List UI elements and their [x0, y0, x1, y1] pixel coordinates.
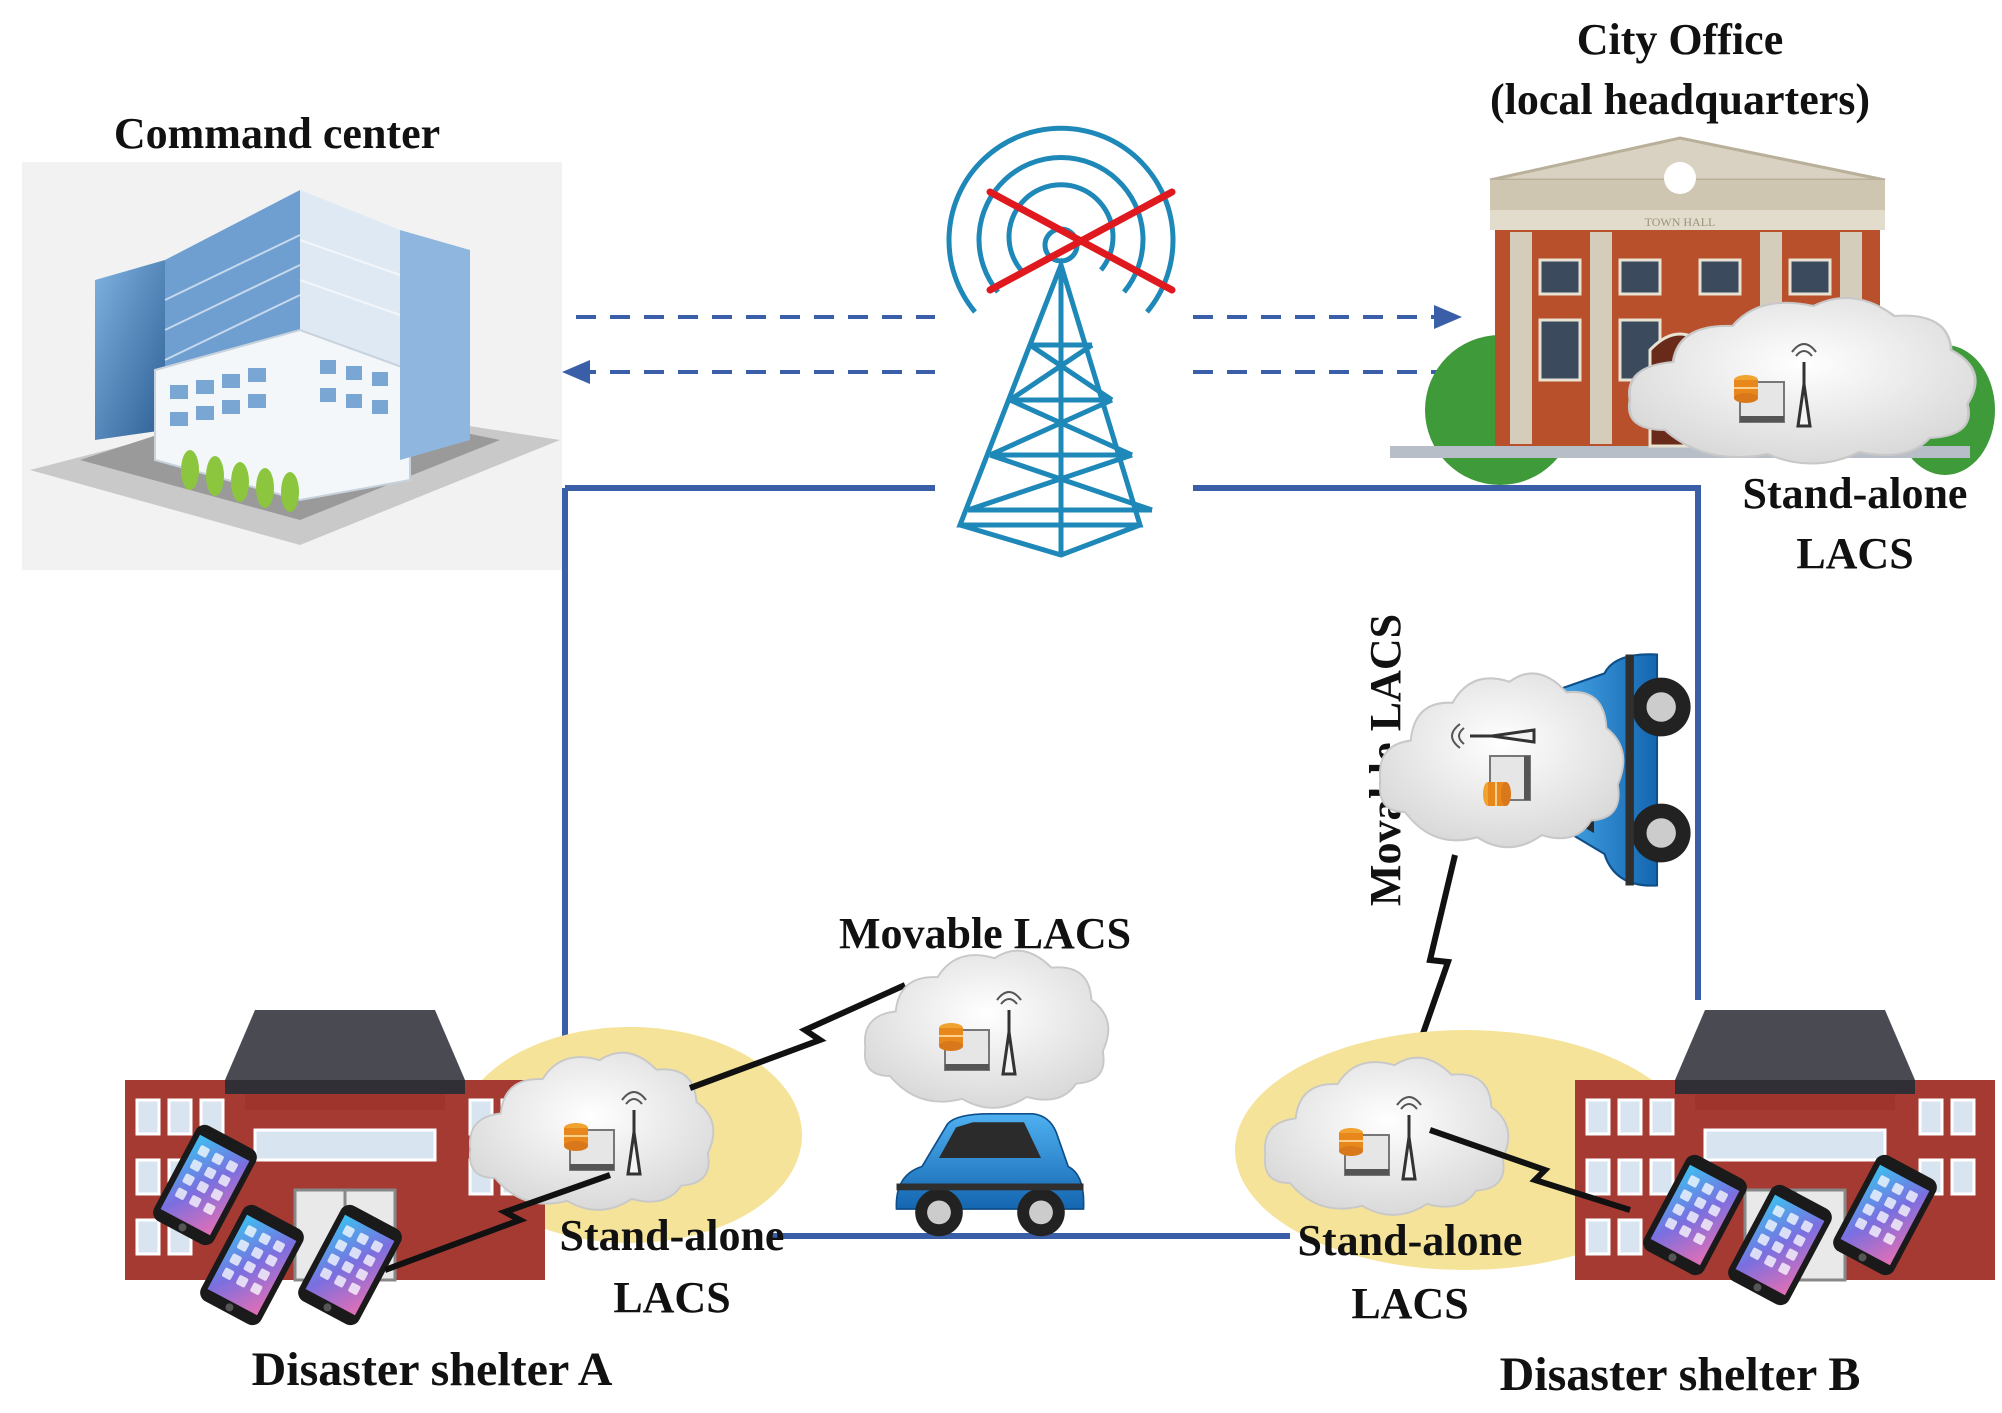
standalone-lacs-a-label: Stand-alone	[560, 1211, 785, 1260]
office-building-icon	[22, 162, 562, 570]
wireless-link-icon	[383, 1172, 611, 1273]
cell-tower-icon	[946, 125, 1176, 558]
link-lines	[562, 485, 1701, 1239]
arrowhead-left	[562, 360, 590, 384]
dashed-links	[576, 315, 1450, 374]
top-right-link	[1193, 485, 1701, 1000]
arrowhead-right	[1434, 305, 1462, 329]
disaster-shelter-a-label: Disaster shelter A	[252, 1343, 613, 1396]
wireless-link-icon	[1429, 1127, 1631, 1213]
command-center-label: Command center	[114, 109, 440, 158]
town-hall-sign: TOWN HALL	[1645, 215, 1716, 229]
movable-lacs-middle-label: Movable LACS	[839, 909, 1131, 958]
standalone-lacs-top-sublabel: LACS	[1796, 529, 1913, 578]
disaster-shelter-b-label: Disaster shelter B	[1500, 1348, 1861, 1401]
city-office-label: City Office	[1577, 15, 1783, 64]
standalone-lacs-a-sublabel: LACS	[613, 1273, 730, 1322]
standalone-lacs-b-sublabel: LACS	[1351, 1279, 1468, 1328]
standalone-lacs-top-label: Stand-alone	[1743, 469, 1968, 518]
wireless-link-icon	[1402, 854, 1458, 1086]
wireless-link-icon	[688, 982, 907, 1091]
link-failure-cross	[986, 188, 1176, 294]
city-office-sublabel: (local headquarters)	[1490, 75, 1870, 124]
standalone-lacs-b-label: Stand-alone	[1298, 1216, 1523, 1265]
car-icon	[895, 1112, 1085, 1238]
